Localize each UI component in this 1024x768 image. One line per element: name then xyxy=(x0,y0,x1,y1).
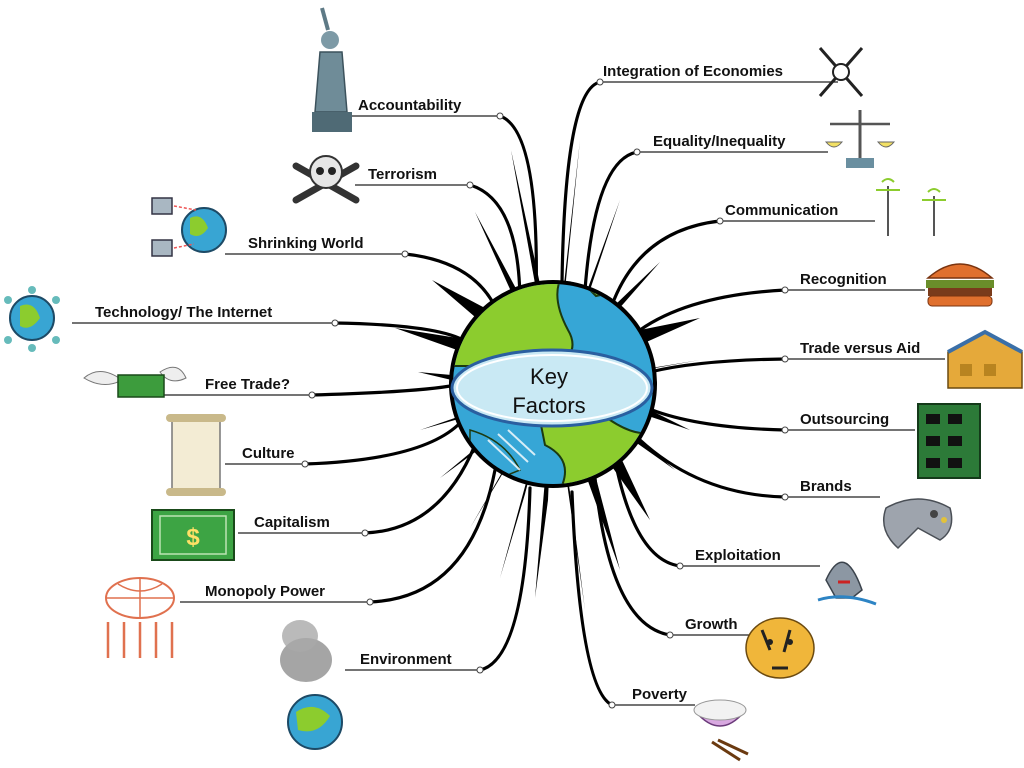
factor-label-accountability: Accountability xyxy=(358,97,462,114)
shark-icon xyxy=(817,561,877,606)
warehouse-icon xyxy=(947,329,1023,389)
factor-label-poverty: Poverty xyxy=(632,686,688,703)
center-label-line1: Key xyxy=(530,364,568,389)
factor-label-trade-versus-aid: Trade versus Aid xyxy=(800,340,920,357)
factor-label-culture: Culture xyxy=(242,445,295,462)
right-branches xyxy=(560,80,787,707)
svg-text:$: $ xyxy=(186,524,200,551)
game-controller-icon xyxy=(883,498,953,550)
winged-money-icon xyxy=(83,366,187,398)
people-holding-globe-icon xyxy=(105,577,175,658)
compass-rose-icon xyxy=(818,47,864,97)
factor-label-recognition: Recognition xyxy=(800,271,887,288)
factor-label-integration-of-economies: Integration of Economies xyxy=(603,63,783,80)
center-label-line2: Factors xyxy=(512,393,585,418)
factor-label-technology-internet: Technology/ The Internet xyxy=(95,304,272,321)
factor-label-environment: Environment xyxy=(360,651,452,668)
factor-label-outsourcing: Outsourcing xyxy=(800,411,889,428)
factor-label-capitalism: Capitalism xyxy=(254,514,330,531)
factor-label-communication: Communication xyxy=(725,202,838,219)
radio-towers-icon xyxy=(876,178,946,236)
dollar-bill-icon: $ xyxy=(151,509,235,561)
factor-label-free-trade: Free Trade? xyxy=(205,376,290,393)
polluted-earth-icon xyxy=(280,620,343,750)
hamburger-icon xyxy=(926,263,994,307)
skull-crossbones-icon xyxy=(292,155,360,204)
connected-globe-icon xyxy=(4,286,60,352)
statue-of-liberty-icon xyxy=(312,7,352,132)
factor-label-brands: Brands xyxy=(800,478,852,495)
rice-bowl-icon xyxy=(693,699,749,762)
right-underlines xyxy=(596,78,945,709)
balance-scale-icon xyxy=(824,110,896,168)
networked-computers-globe-icon xyxy=(151,197,227,257)
left-underlines xyxy=(72,112,504,674)
factor-label-growth: Growth xyxy=(685,616,738,633)
factor-label-monopoly-power: Monopoly Power xyxy=(205,583,325,600)
circuit-board-icon xyxy=(917,403,981,479)
factor-label-exploitation: Exploitation xyxy=(695,547,781,564)
scroll-icon xyxy=(166,414,226,496)
factor-label-terrorism: Terrorism xyxy=(368,166,437,183)
tiger-icon xyxy=(745,617,815,679)
factor-label-equality-inequality: Equality/Inequality xyxy=(653,133,786,150)
factor-label-shrinking-world: Shrinking World xyxy=(248,235,364,252)
